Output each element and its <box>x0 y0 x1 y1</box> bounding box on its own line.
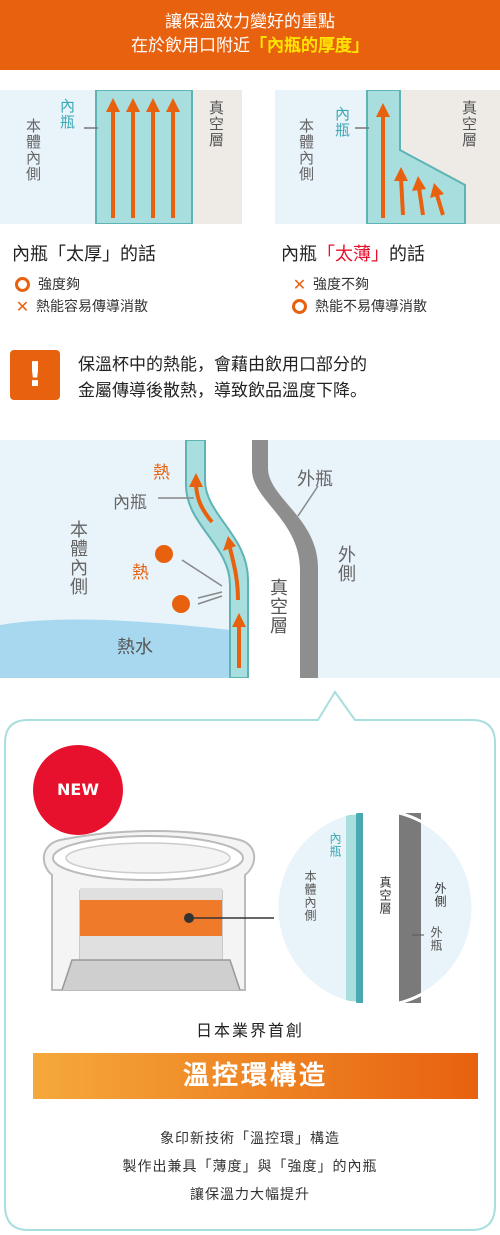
thin-bullet-strength: ✕ 強度不夠 <box>292 274 369 294</box>
heat-dot-2 <box>172 595 190 613</box>
heat-dot-1 <box>155 545 173 563</box>
banner-line1: 讓保溫效力變好的重點 <box>165 12 335 32</box>
desc-line3: 讓保溫力大幅提升 <box>190 1187 310 1203</box>
cs-inner-label: 內瓶 <box>113 493 147 513</box>
thick-caption: 內瓶「太厚」的話 <box>12 244 156 265</box>
heat-arrows <box>194 484 241 668</box>
zoom-body-label: 本體內側 <box>303 870 317 922</box>
thick-vacuum-label: 真空層 <box>207 100 225 148</box>
heat-label-top: 熱 <box>153 463 170 483</box>
circle-mark-icon <box>15 276 30 292</box>
thin-caption-suffix: 的話 <box>389 244 425 265</box>
cs-outer-label: 外瓶 <box>297 469 333 490</box>
cs-body-label: 本體內側 <box>67 520 88 596</box>
header-banner: 讓保溫效力變好的重點 在於飲用口附近「內瓶的厚度」 <box>0 0 500 70</box>
thick-bullet1-text: 強度夠 <box>38 277 80 293</box>
banner-highlight: 「內瓶的厚度」 <box>250 36 369 56</box>
heat-arrows <box>376 103 445 218</box>
cross-mark-icon: ✕ <box>292 274 307 294</box>
cs-vacuum-label: 真空層 <box>267 578 288 635</box>
warning-line2: 金屬傳導後散熱，導致飲品溫度下降。 <box>78 381 367 401</box>
vacuum-gap <box>205 440 300 678</box>
cross-mark-icon: ✕ <box>15 296 30 316</box>
zoom-circle <box>275 808 475 1008</box>
inner-wall <box>185 440 249 678</box>
outer-label-leader <box>297 485 319 517</box>
thin-caption-prefix: 內瓶 <box>281 244 317 265</box>
new-badge: NEW <box>33 745 123 835</box>
cs-outer-side-label: 外側 <box>335 545 356 583</box>
vacuum-area <box>192 90 242 224</box>
desc-line1: 象印新技術「溫控環」構造 <box>160 1131 340 1147</box>
thin-body-label: 本體內側 <box>297 118 315 182</box>
thick-body-label: 本體內側 <box>24 118 42 182</box>
thin-bullet2-text: 熱能不易傳導消散 <box>315 299 427 315</box>
thick-inner-label: 內瓶 <box>58 98 76 130</box>
thin-caption: 內瓶「太薄」的話 <box>281 240 425 266</box>
desc-line2: 製作出兼具「薄度」與「強度」的內瓶 <box>122 1159 378 1175</box>
heat-label-mid: 熱 <box>132 563 149 583</box>
bottle-illustration <box>42 830 274 991</box>
thin-caption-highlight: 「太薄」 <box>317 244 389 265</box>
thick-bullet-strength: 強度夠 <box>15 274 80 294</box>
cs-hot-water-label: 熱水 <box>117 637 153 658</box>
warning-text: 保溫杯中的熱能，會藉由飲用口部分的 金屬傳導後散熱，導致飲品溫度下降。 <box>78 352 488 404</box>
thin-inner-diagram <box>275 90 500 224</box>
thin-inner-label: 內瓶 <box>333 106 351 138</box>
product-name-bar: 溫控環構造 <box>33 1053 478 1099</box>
thick-inner-diagram <box>0 90 242 224</box>
zoom-vacuum-label: 真空層 <box>378 876 392 915</box>
banner-line2: 在於飲用口附近「內瓶的厚度」 <box>0 34 500 58</box>
heat-arrowheads <box>189 473 246 627</box>
thin-vacuum-label: 真空層 <box>460 100 478 148</box>
first-in-japan: 日本業界首創 <box>195 1021 304 1040</box>
hot-water <box>0 619 230 678</box>
heat-arrows <box>106 98 180 218</box>
zoom-outer-side-label: 外側 <box>433 882 447 908</box>
cross-section-diagram <box>0 440 500 678</box>
thin-bullet1-text: 強度不夠 <box>313 277 369 293</box>
thin-bullet-heat: 熱能不易傳導消散 <box>292 296 427 316</box>
thick-bullet2-text: 熱能容易傳導消散 <box>36 299 148 315</box>
circle-mark-icon <box>292 298 307 314</box>
banner-line2-text: 在於飲用口附近 <box>131 36 250 56</box>
outer-wall <box>252 440 318 678</box>
zoom-outer-label: 外瓶 <box>429 926 443 952</box>
pointer-lines <box>181 559 223 605</box>
vacuum-area <box>400 90 500 224</box>
thick-bullet-heat: ✕ 熱能容易傳導消散 <box>15 296 148 316</box>
warning-icon: ! <box>10 350 60 400</box>
zoom-inner-label: 內瓶 <box>328 832 342 858</box>
warning-line1: 保溫杯中的熱能，會藉由飲用口部分的 <box>78 355 367 375</box>
